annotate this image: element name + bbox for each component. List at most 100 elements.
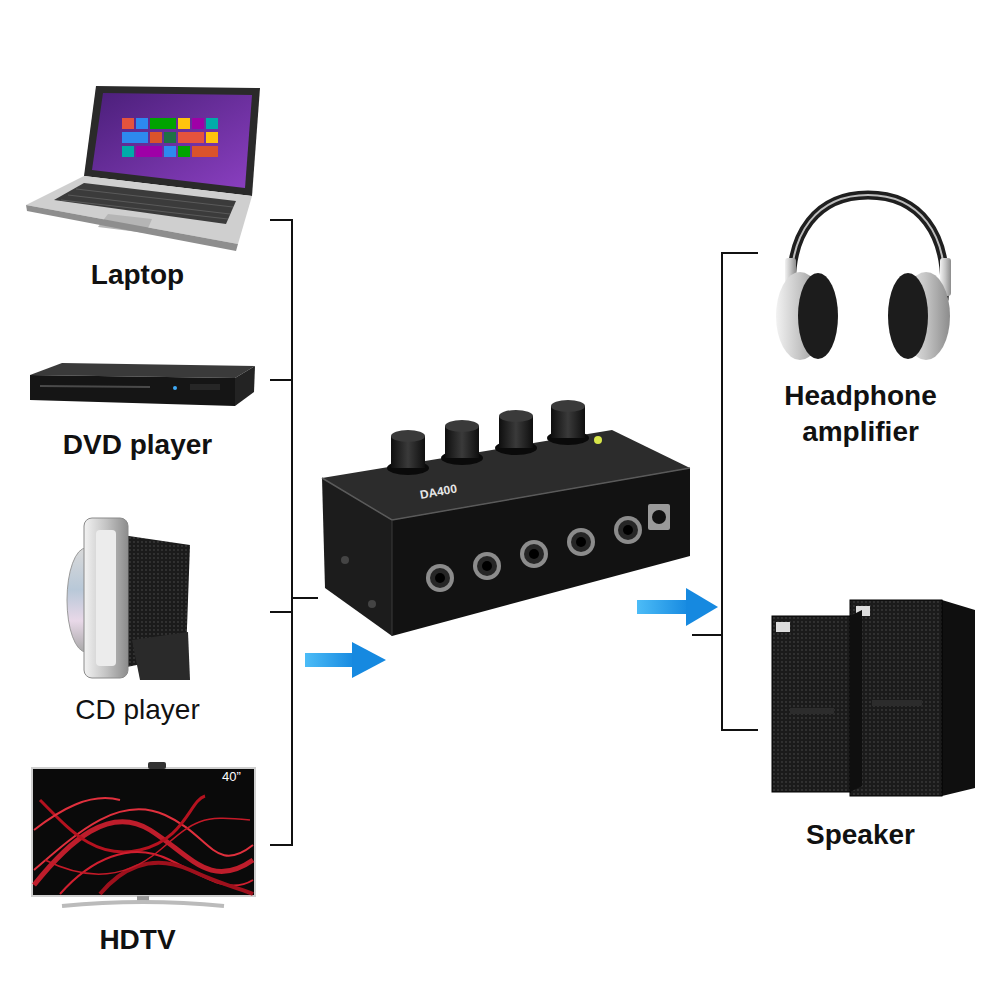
flow-arrow xyxy=(305,588,718,678)
device-caption: HDTV xyxy=(20,922,255,958)
amplifier-picture xyxy=(473,552,501,580)
amplifier-picture xyxy=(576,537,586,547)
bracket-connector xyxy=(270,380,318,598)
model-name: DA400 xyxy=(419,478,481,502)
amplifier-picture xyxy=(594,436,602,444)
laptop-picture xyxy=(150,118,176,129)
amplifier-picture xyxy=(426,564,454,592)
source-device: HDTV xyxy=(20,760,270,965)
amplifier-picture xyxy=(445,420,479,432)
amplifier-picture xyxy=(618,520,638,540)
dvd-player-picture xyxy=(30,375,235,406)
amplifier-picture xyxy=(430,568,450,588)
amplifier-picture xyxy=(322,468,690,520)
laptop-picture xyxy=(26,176,252,244)
headphones-picture xyxy=(776,195,951,360)
amplifier-picture xyxy=(368,600,376,608)
bracket-connector xyxy=(692,253,758,635)
laptop-picture xyxy=(192,146,218,157)
cd-player-picture xyxy=(67,548,86,652)
laptop-picture xyxy=(122,118,134,129)
cd-player-picture xyxy=(67,518,190,680)
speakers-picture xyxy=(850,600,942,796)
dvd-player-picture xyxy=(190,384,220,390)
laptop-picture xyxy=(26,86,260,251)
cd-player-picture xyxy=(96,530,116,666)
amplifier-picture xyxy=(648,504,670,530)
amplifier-picture xyxy=(435,573,445,583)
speakers-picture xyxy=(942,600,975,796)
device-caption: Speaker xyxy=(758,817,963,853)
amplifier-picture xyxy=(551,400,585,412)
source-device: CD player xyxy=(20,505,270,735)
output-device: Headphone amplifier xyxy=(758,185,963,455)
amplifier-picture xyxy=(623,525,633,535)
laptop-picture xyxy=(178,118,190,129)
cd-player-picture xyxy=(84,518,128,678)
laptop-picture xyxy=(178,146,190,157)
dvd-player-picture xyxy=(173,386,177,390)
flow-arrow xyxy=(352,642,386,678)
amplifier-picture xyxy=(391,430,425,442)
laptop-picture xyxy=(136,146,162,157)
dvd-player-picture xyxy=(235,366,255,406)
output-device: Speaker xyxy=(758,590,988,860)
headphones-picture xyxy=(798,273,838,359)
speakers-picture xyxy=(872,700,922,706)
amplifier-picture xyxy=(477,556,497,576)
laptop-picture xyxy=(150,132,162,143)
bracket-connector xyxy=(270,598,318,845)
source-device: Laptop xyxy=(20,80,270,300)
speakers-picture xyxy=(772,600,975,796)
amplifier-picture xyxy=(614,516,642,544)
laptop-picture xyxy=(122,146,134,157)
laptop-picture xyxy=(136,118,148,129)
device-caption: CD player xyxy=(20,692,255,728)
flow-arrow xyxy=(637,600,689,614)
speakers-picture xyxy=(772,616,850,792)
speakers-picture xyxy=(790,708,834,714)
dvd-player-picture xyxy=(40,386,150,387)
device-caption: DVD player xyxy=(20,427,255,463)
bracket-connector xyxy=(270,598,318,612)
flow-arrow xyxy=(305,653,355,667)
laptop-picture xyxy=(206,132,218,143)
laptop-picture xyxy=(68,195,230,214)
amplifier-picture xyxy=(499,410,533,422)
hdtv-picture xyxy=(32,762,255,906)
laptop-picture xyxy=(92,93,252,188)
amplifier-unit: DA400 xyxy=(318,392,692,642)
hdtv-picture xyxy=(148,762,166,769)
device-caption: Laptop xyxy=(20,257,255,293)
headphones-picture xyxy=(888,273,928,359)
amplifier-picture xyxy=(529,549,539,559)
speakers-picture xyxy=(776,622,790,632)
amplifier-picture xyxy=(567,528,595,556)
size-label: 40” xyxy=(222,769,241,784)
bracket-connector xyxy=(270,220,318,598)
hdtv-picture xyxy=(62,902,224,906)
amplifier-picture xyxy=(520,540,548,568)
device-caption: Headphone amplifier xyxy=(758,378,963,450)
cd-player-picture xyxy=(132,632,190,680)
amplifier-picture xyxy=(322,400,690,636)
laptop-picture xyxy=(26,205,238,251)
amplifier-picture xyxy=(571,532,591,552)
laptop-picture xyxy=(192,118,204,129)
amplifier-picture xyxy=(652,510,666,524)
speakers-picture xyxy=(850,610,862,792)
hdtv-picture xyxy=(32,768,255,896)
amplifier-picture xyxy=(482,561,492,571)
laptop-picture xyxy=(164,132,176,143)
source-device: DVD player xyxy=(20,350,270,470)
hdtv-picture xyxy=(40,796,205,852)
amplifier-picture xyxy=(341,556,349,564)
hdtv-picture xyxy=(100,863,253,894)
dvd-player-picture xyxy=(30,363,255,406)
laptop-picture xyxy=(122,132,148,143)
flow-arrow xyxy=(686,588,718,626)
amplifier-picture xyxy=(392,520,393,636)
laptop-picture xyxy=(178,132,204,143)
